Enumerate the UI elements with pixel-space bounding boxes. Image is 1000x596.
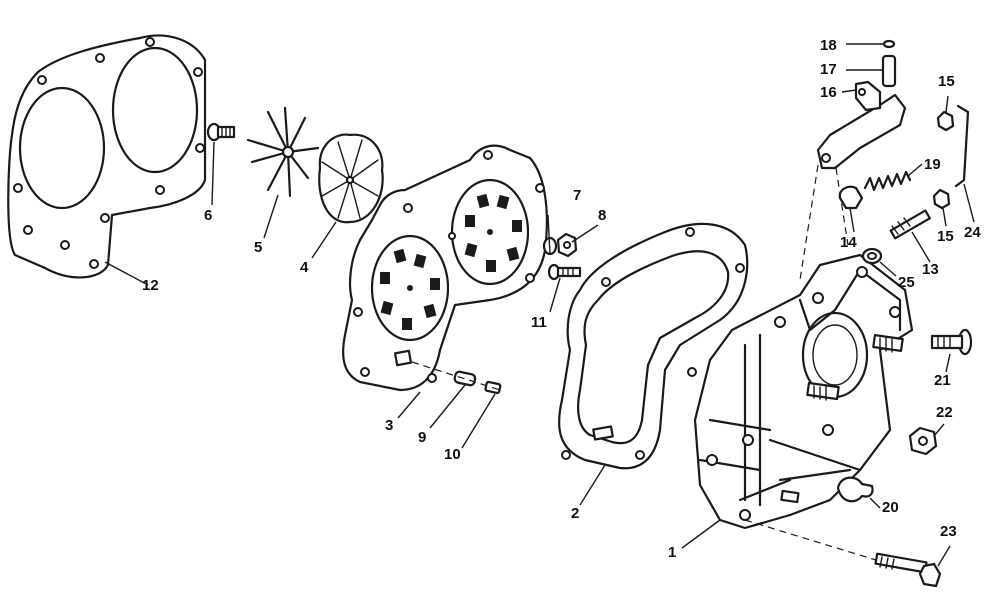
leader-lines [104,43,975,567]
callout-4: 4 [300,259,309,276]
callout-15-bottom: 15 [937,228,954,245]
part-14-fitting [838,185,864,210]
callout-22: 22 [936,404,953,421]
part-13-bolt [889,209,931,240]
callout-16: 16 [820,84,837,101]
callout-5: 5 [254,239,263,256]
part-4-valve-disc [318,133,384,224]
part-21-bolt [930,328,973,356]
part-5-valve-spring [246,106,320,198]
part-2-gasket [558,222,749,470]
part-24-rod [954,104,970,188]
callout-13: 13 [922,261,939,278]
callout-20: 20 [882,499,899,516]
callout-23: 23 [940,523,957,540]
callout-9: 9 [418,429,427,446]
part-12-gasket [7,34,207,279]
callout-1: 1 [668,544,677,561]
callout-18: 18 [820,37,837,54]
callout-21: 21 [934,372,951,389]
part-6-screw [206,122,236,142]
part-20-clip [836,476,874,503]
part-15-fitting-bottom [932,188,951,210]
part-11-screw [547,263,582,281]
callout-10: 10 [444,446,461,463]
callout-14: 14 [840,234,857,251]
part-16-lever [816,80,907,170]
callout-3: 3 [385,417,394,434]
callout-19: 19 [924,156,941,173]
part-22-nut [908,426,938,456]
part-17-shaft [881,54,897,88]
part-15-fitting-top [936,110,955,132]
callout-15-top: 15 [938,73,955,90]
part-25-washer [861,247,883,265]
part-18-clip [882,39,896,49]
callout-2: 2 [571,505,580,522]
part-8-nut [556,232,578,258]
callout-12: 12 [142,277,159,294]
part-9-pin [453,370,477,387]
part-23-bolt [874,552,942,588]
callout-25: 25 [898,274,915,291]
callout-7: 7 [573,187,582,204]
part-3-pump-body [342,144,548,392]
callout-17: 17 [820,61,837,78]
part-19-spring [863,170,912,192]
callout-24: 24 [964,224,981,241]
callout-6: 6 [204,207,213,224]
callout-11: 11 [531,314,547,331]
part-1-housing [693,253,914,530]
callout-8: 8 [598,207,607,224]
